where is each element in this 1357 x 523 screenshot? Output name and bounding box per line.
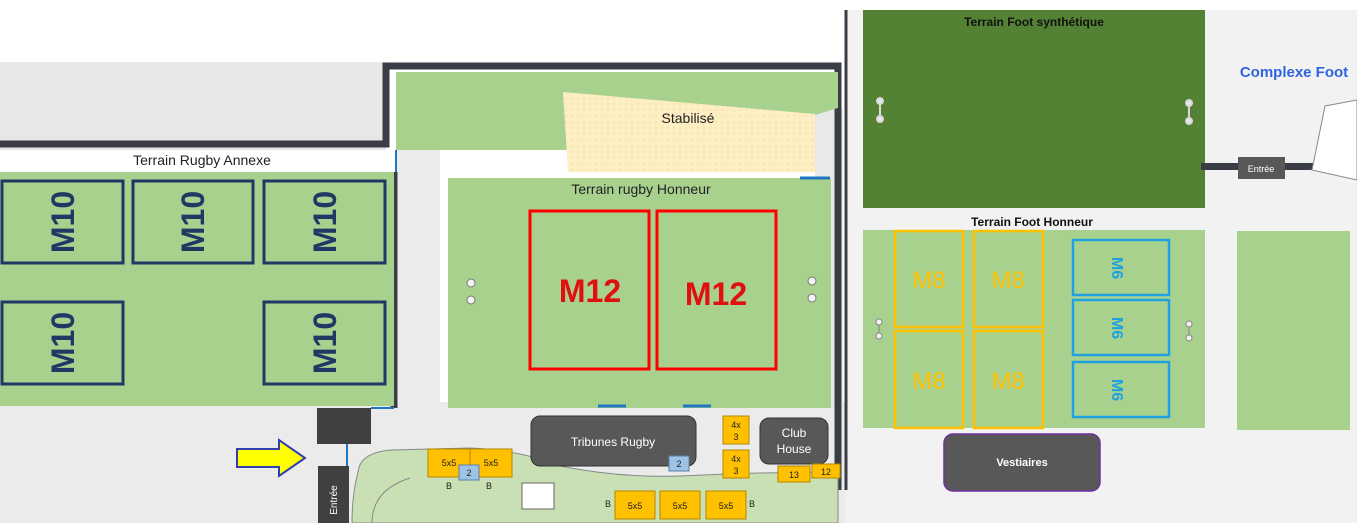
svg-text:B: B: [605, 499, 611, 509]
foot-entry-building: [1311, 99, 1357, 181]
foot-honneur-title: Terrain Foot Honneur: [971, 215, 1093, 229]
svg-text:5x5: 5x5: [673, 501, 688, 511]
zone-m10-5: [262, 300, 387, 386]
zone-m6-2: [1071, 298, 1171, 357]
zone-m8-3-label: M8: [912, 368, 945, 395]
club-house-label-line2: House: [777, 442, 812, 456]
zone-m8-3: [893, 329, 965, 430]
foot-entry-box: [1238, 157, 1285, 179]
zone-m8-2-label: M8: [991, 267, 1024, 294]
svg-text:3: 3: [733, 432, 738, 442]
svg-text:4x: 4x: [731, 420, 741, 430]
goal-post-right: [807, 276, 817, 303]
zone-m6-2-label: M6: [1108, 317, 1125, 339]
vestiaires: [943, 433, 1101, 492]
foot-synth-title: Terrain Foot synthétique: [964, 15, 1104, 29]
football-site: Terrain Foot synthétique Complexe Foot E…: [844, 10, 1357, 523]
zone-m10-5-label: M10: [307, 312, 343, 374]
entrance-label: Entrée: [329, 485, 340, 515]
svg-text:5x5: 5x5: [719, 501, 734, 511]
foot-side-field: [1237, 231, 1350, 430]
stabilise-label: Stabilisé: [662, 110, 715, 126]
svg-text:5x5: 5x5: [628, 501, 643, 511]
vestiaires-label: Vestiaires: [996, 457, 1047, 469]
zone-m10-3: [262, 179, 387, 265]
tribunes-rugby: [530, 415, 697, 467]
svg-text:B: B: [486, 481, 492, 491]
annexe-zones: M10 M10 M10 M10 M10: [0, 179, 387, 386]
ground-center-gray: [396, 150, 440, 410]
path-curve: [371, 477, 411, 523]
svg-text:2: 2: [466, 468, 471, 478]
svg-text:12: 12: [821, 467, 831, 477]
zone-m12-2-label: M12: [685, 276, 747, 312]
goal-post-synth-right: [1185, 99, 1193, 125]
zone-m10-4-label: M10: [45, 312, 81, 374]
zone-m12-1: [528, 209, 651, 371]
entrance-block: [317, 408, 371, 444]
svg-text:4x: 4x: [731, 454, 741, 464]
zone-m8-2: [972, 229, 1045, 329]
goal-post-honneur-right: [1185, 320, 1193, 342]
rugby-site: Stabilisé Terrain Rugby Annexe M10 M10 M…: [0, 62, 845, 523]
small-boxes: 5x5 5x5 2 B B 2 4x 3 4x 3 13 12 B 5x5 5x…: [427, 415, 841, 520]
rugby-honneur-title: Terrain rugby Honneur: [571, 181, 711, 197]
ground-left-gray: [0, 62, 386, 150]
svg-text:3: 3: [733, 466, 738, 476]
m8-zones: M8 M8 M8 M8: [893, 229, 1045, 430]
zone-m12-2: [655, 209, 778, 371]
club-house-label-line1: Club: [782, 426, 807, 440]
zone-m8-1-label: M8: [912, 267, 945, 294]
m6-zones: M6 M6 M6: [1071, 238, 1171, 419]
zone-m8-4: [972, 329, 1045, 430]
zone-m10-2-label: M10: [175, 191, 211, 253]
svg-text:2: 2: [676, 459, 681, 469]
tribunes-label: Tribunes Rugby: [571, 435, 655, 449]
svg-text:B: B: [749, 499, 755, 509]
zone-m10-2: [131, 179, 255, 265]
foot-entry-label: Entrée: [1248, 164, 1275, 174]
zone-m10-1: [0, 179, 125, 265]
svg-text:13: 13: [789, 470, 799, 480]
svg-text:B: B: [446, 481, 452, 491]
zone-m8-1: [893, 229, 965, 329]
foot-honneur-field: [863, 230, 1205, 428]
zone-m6-3: [1071, 360, 1171, 419]
club-house: [759, 417, 829, 465]
zone-m8-4-label: M8: [991, 368, 1024, 395]
zone-m6-1-label: M6: [1108, 257, 1125, 279]
entrance-arrow: [236, 438, 307, 478]
svg-text:5x5: 5x5: [442, 458, 457, 468]
zone-m10-4: [0, 300, 125, 386]
foot-synth-field: [863, 10, 1205, 208]
complexe-foot-title: Complexe Foot: [1240, 64, 1348, 81]
entrance-gate: [318, 466, 349, 523]
zone-m6-3-label: M6: [1108, 379, 1125, 401]
stabilise-zone: [563, 92, 815, 172]
goal-post-honneur-left: [875, 318, 883, 340]
goal-post-synth-left: [876, 97, 884, 123]
zone-m12-1-label: M12: [559, 273, 621, 309]
rugby-annexe-field: [0, 172, 394, 406]
zone-m6-1: [1071, 238, 1171, 297]
rugby-annexe-title: Terrain Rugby Annexe: [133, 152, 271, 168]
svg-text:5x5: 5x5: [484, 458, 499, 468]
zone-m10-3-label: M10: [307, 191, 343, 253]
zone-m10-1-label: M10: [45, 191, 81, 253]
goal-post-left: [466, 278, 476, 305]
